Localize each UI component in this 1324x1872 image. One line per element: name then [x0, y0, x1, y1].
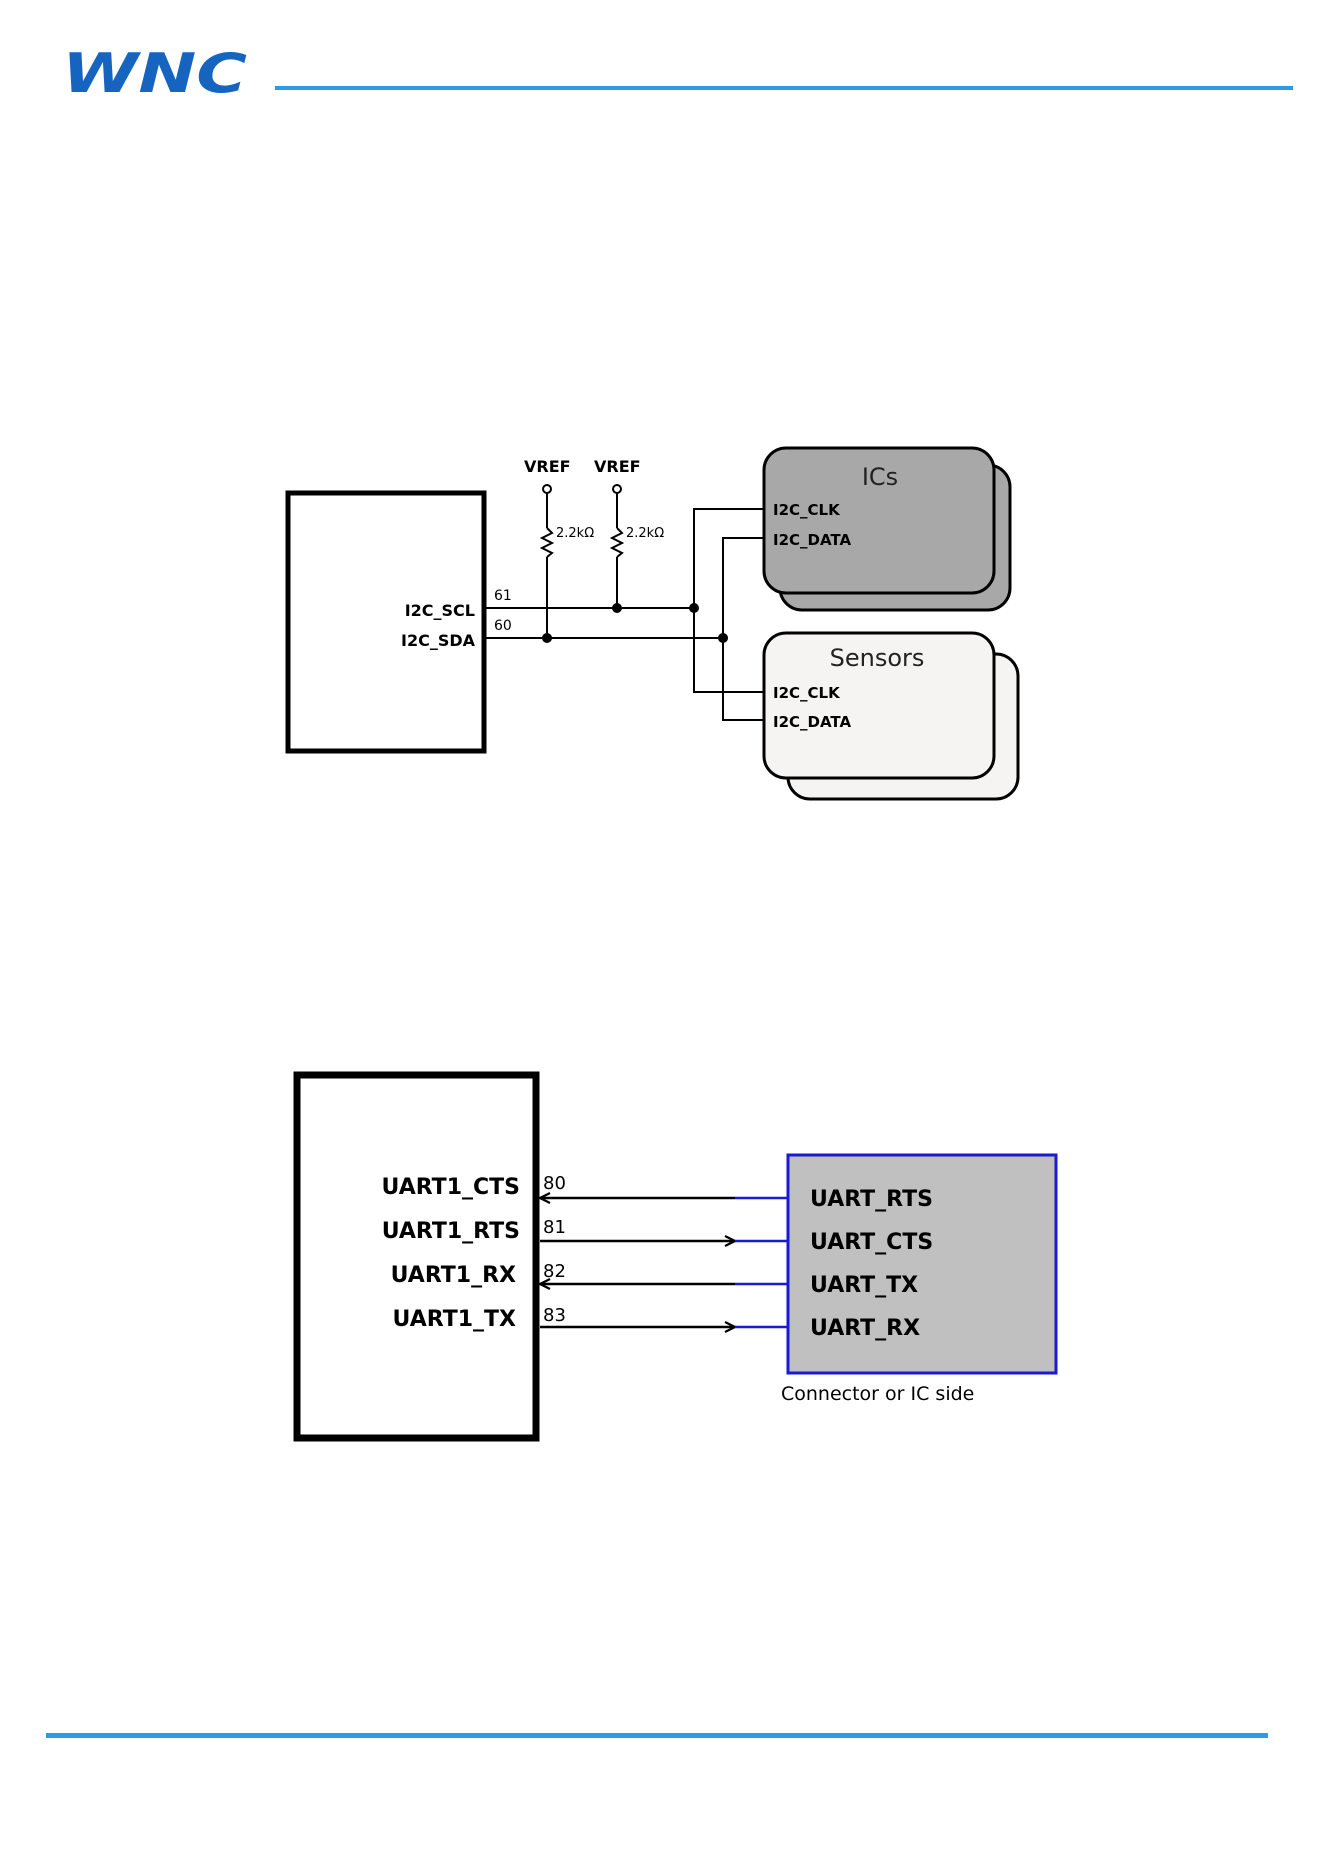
ics-pin-clk: I2C_CLK [773, 501, 841, 519]
i2c-pin-scl-label: I2C_SCL [405, 601, 475, 620]
uart1-rts-label: UART1_RTS [382, 1219, 520, 1244]
uart-module-box [297, 1075, 536, 1438]
i2c-pin-sda-number: 60 [494, 618, 512, 634]
sensors-pin-data: I2C_DATA [773, 713, 851, 731]
vref-terminal-1 [543, 485, 551, 493]
uart-ic-cts-label: UART_CTS [810, 1230, 933, 1255]
i2c-diagram: I2C_SCL I2C_SDA 61 60 VREF VREF 2.2kΩ 2.… [288, 448, 1018, 799]
sensors-pin-clk: I2C_CLK [773, 684, 841, 702]
uart-pin-80: 80 [543, 1173, 566, 1194]
vref-label-2: VREF [594, 457, 641, 476]
uart1-tx-label: UART1_TX [393, 1307, 516, 1332]
footer-rule [46, 1733, 1268, 1738]
ics-pin-data: I2C_DATA [773, 531, 851, 549]
uart1-rx-label: UART1_RX [391, 1263, 516, 1288]
uart-pin-82: 82 [543, 1261, 566, 1282]
uart-pin-83: 83 [543, 1305, 566, 1326]
i2c-module-box [288, 493, 484, 751]
resistor-label-1: 2.2kΩ [556, 526, 594, 541]
vref-label-1: VREF [524, 457, 571, 476]
resistor-label-2: 2.2kΩ [626, 526, 664, 541]
uart-diagram: UART1_CTS UART1_RTS UART1_RX UART1_TX 80… [297, 1075, 1056, 1438]
sensors-title: Sensors [830, 644, 925, 672]
ics-title: ICs [862, 463, 898, 491]
vref-terminal-2 [613, 485, 621, 493]
uart-ic-caption: Connector or IC side [781, 1383, 974, 1405]
uart-ic-rts-label: UART_RTS [810, 1187, 933, 1212]
uart-ic-tx-label: UART_TX [810, 1273, 918, 1298]
i2c-bus-wires [484, 493, 764, 720]
uart-ic-rx-label: UART_RX [810, 1316, 920, 1341]
uart-pin-81: 81 [543, 1217, 566, 1238]
uart-signal-lines [540, 1198, 788, 1327]
i2c-pin-scl-number: 61 [494, 588, 512, 604]
uart1-cts-label: UART1_CTS [382, 1175, 520, 1200]
i2c-pin-sda-label: I2C_SDA [401, 631, 476, 650]
